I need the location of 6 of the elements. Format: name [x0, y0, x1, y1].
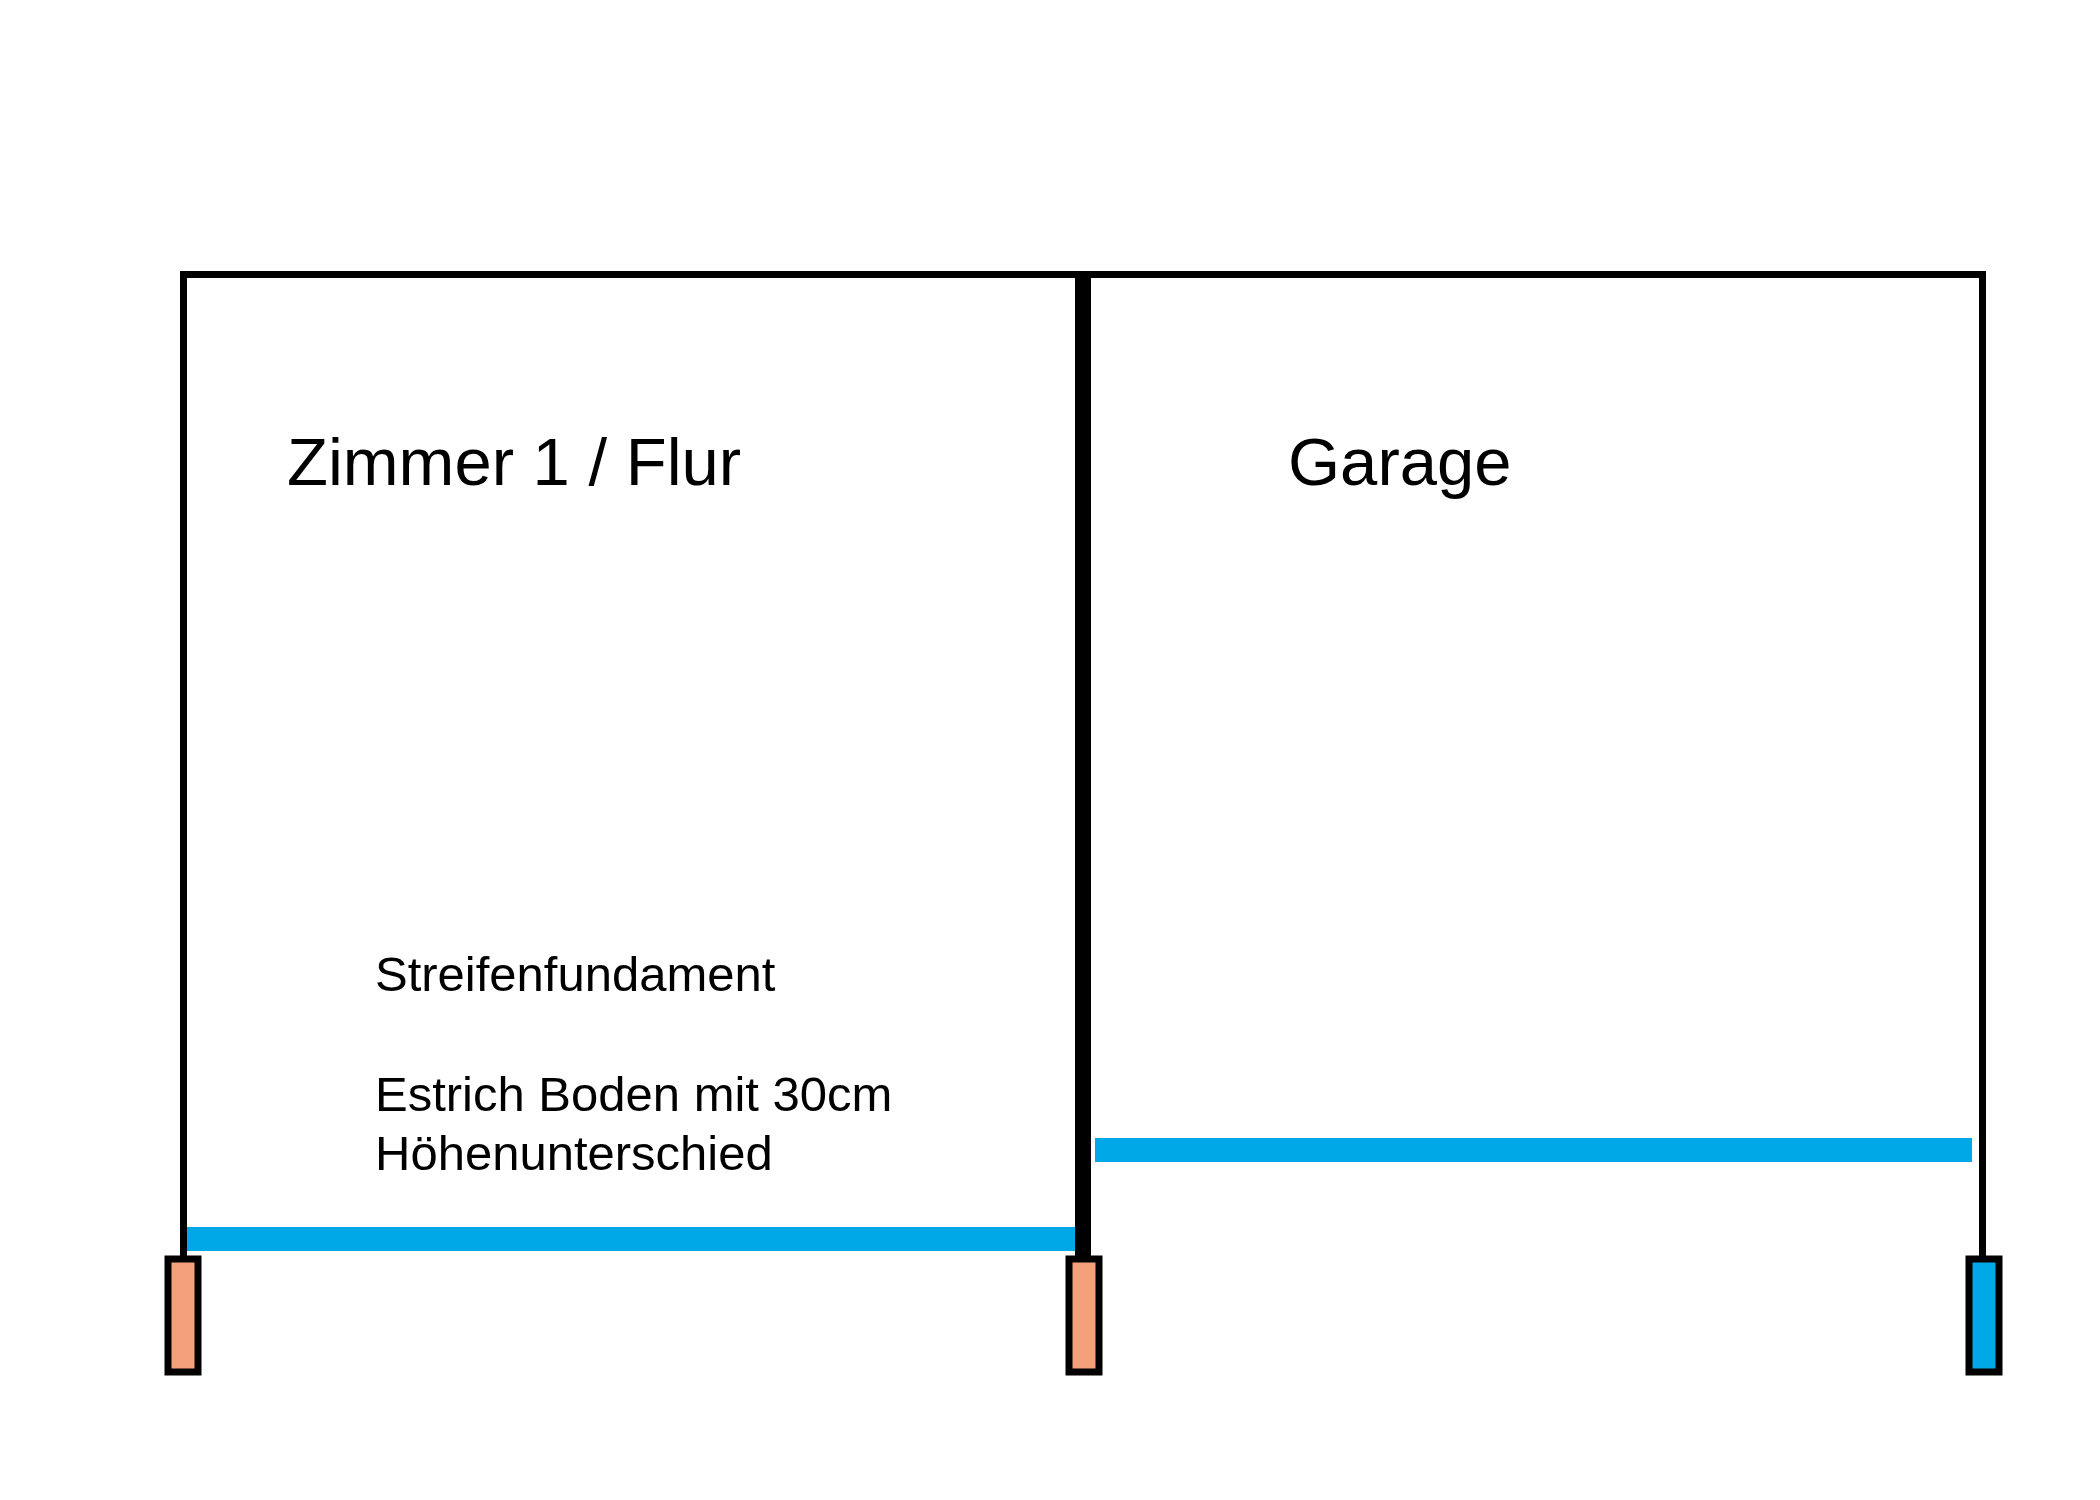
note-text: Estrich Boden mit 30cm Höhenunterschied — [375, 1066, 894, 1182]
room-label: Garage — [1288, 423, 1512, 501]
room-outline — [1091, 271, 1986, 1259]
room-outline — [180, 271, 1091, 1259]
room-label: Zimmer 1 / Flur — [287, 423, 742, 501]
note-text: Streifenfundament — [375, 946, 777, 1003]
